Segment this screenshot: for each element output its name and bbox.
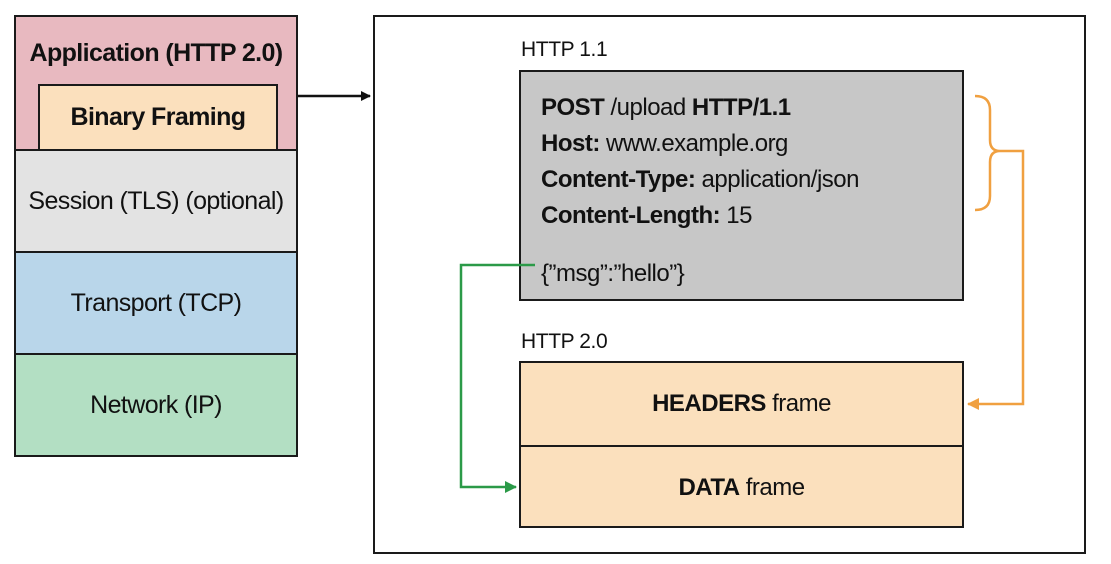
host-header-value: www.example.org: [599, 130, 788, 157]
request-method: POST: [541, 94, 605, 121]
headers-mapping-arrow: [967, 149, 1025, 410]
http11-request: POST /upload HTTP/1.1 Host: www.example.…: [519, 70, 964, 301]
request-line: POST /upload HTTP/1.1: [541, 90, 962, 126]
headers-frame-suffix: frame: [765, 390, 831, 417]
request-body: {”msg”:”hello”}: [541, 260, 685, 287]
transport-layer: Transport (TCP): [16, 251, 296, 353]
protocol-stack: Application (HTTP 2.0) Session (TLS) (op…: [14, 15, 298, 457]
headers-brace-icon: [974, 94, 1001, 212]
framing-detail-panel: [373, 15, 1086, 554]
application-layer-label: Application (HTTP 2.0): [29, 39, 283, 67]
transport-layer-label: Transport (TCP): [70, 288, 242, 317]
network-layer: Network (IP): [16, 353, 296, 455]
content-length-header-value: 15: [720, 202, 752, 229]
http2-frames: HEADERS frame DATA frame: [519, 361, 964, 528]
data-frame-type: DATA: [678, 473, 740, 501]
binary-framing-layer: Binary Framing: [38, 84, 278, 149]
data-frame: DATA frame: [521, 445, 962, 528]
host-header: Host: www.example.org: [541, 126, 962, 162]
content-length-header-name: Content-Length:: [541, 202, 721, 229]
http11-label: HTTP 1.1: [521, 38, 608, 61]
host-header-name: Host:: [541, 130, 600, 157]
binary-framing-label: Binary Framing: [70, 103, 247, 131]
content-type-header: Content-Type: application/json: [541, 162, 962, 198]
content-length-header: Content-Length: 15: [541, 198, 962, 234]
request-path: /upload: [604, 94, 692, 121]
content-type-header-name: Content-Type:: [541, 166, 696, 193]
data-frame-suffix: frame: [739, 473, 805, 501]
session-layer: Session (TLS) (optional): [16, 149, 296, 251]
request-protocol: HTTP/1.1: [691, 94, 791, 121]
network-layer-label: Network (IP): [90, 390, 222, 419]
headers-frame: HEADERS frame: [521, 363, 962, 445]
data-mapping-arrow: [459, 263, 535, 493]
http2-label: HTTP 2.0: [521, 330, 608, 353]
content-type-header-value: application/json: [695, 166, 860, 193]
session-layer-label: Session (TLS) (optional): [28, 186, 284, 215]
headers-frame-type: HEADERS: [652, 390, 766, 417]
